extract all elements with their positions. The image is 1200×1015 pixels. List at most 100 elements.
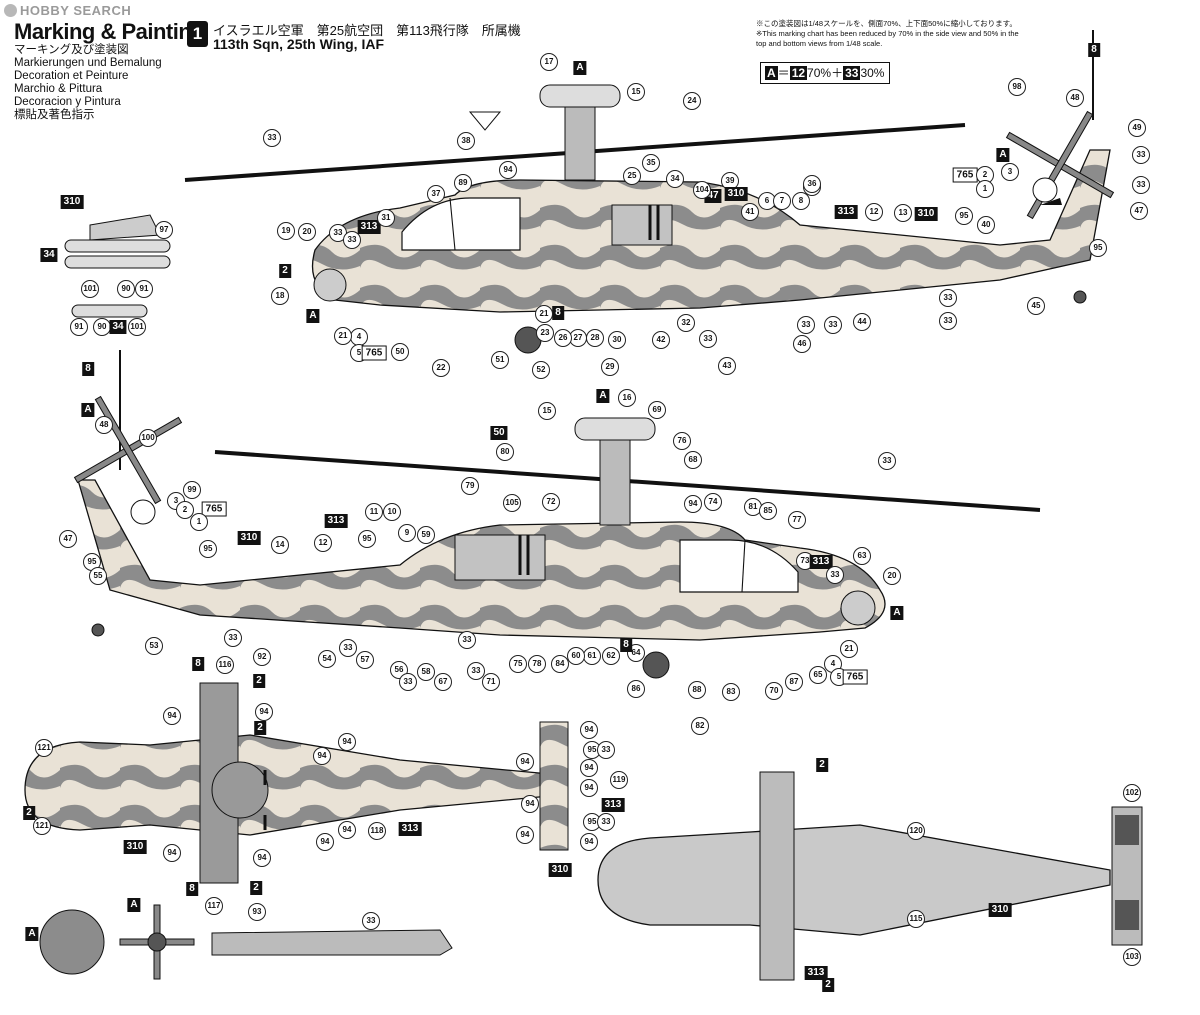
part-number-callout: 8 bbox=[186, 882, 198, 896]
part-number-callout: 65 bbox=[809, 666, 827, 684]
subtitle-line: Markierungen und Bemalung bbox=[14, 57, 162, 69]
canopy-right bbox=[679, 539, 799, 593]
part-number-callout: 49 bbox=[1128, 119, 1146, 137]
part-number-callout: 105 bbox=[503, 494, 521, 512]
part-number-callout: 313 bbox=[324, 514, 348, 528]
part-number-callout: 34 bbox=[40, 248, 58, 262]
part-number-callout: 313 bbox=[398, 822, 422, 836]
part-number-callout: 33 bbox=[362, 912, 380, 930]
part-number-callout: 83 bbox=[722, 683, 740, 701]
part-number-callout: 16 bbox=[618, 389, 636, 407]
part-number-callout: 75 bbox=[509, 655, 527, 673]
logo-icon bbox=[4, 4, 17, 17]
part-number-callout: 2 bbox=[176, 501, 194, 519]
part-number-callout: 2 bbox=[250, 881, 262, 895]
part-number-callout: 72 bbox=[542, 493, 560, 511]
part-number-callout: 94 bbox=[163, 844, 181, 862]
part-number-callout: 117 bbox=[205, 897, 223, 915]
part-number-callout: 80 bbox=[496, 443, 514, 461]
part-number-callout: 8 bbox=[82, 362, 94, 376]
part-number-callout: 47 bbox=[1130, 202, 1148, 220]
part-number-callout: 33 bbox=[339, 639, 357, 657]
part-number-callout: 26 bbox=[554, 329, 572, 347]
part-number-callout: 46 bbox=[793, 335, 811, 353]
part-number-callout: 765 bbox=[952, 167, 978, 183]
part-number-callout: 40 bbox=[977, 216, 995, 234]
multilingual-subtitle: マーキング及び塗装図 Markierungen und Bemalung Dec… bbox=[14, 44, 162, 122]
part-number-callout: 33 bbox=[1132, 176, 1150, 194]
part-number-callout: 62 bbox=[602, 647, 620, 665]
part-number-callout: 94 bbox=[521, 795, 539, 813]
unit-title-jp: イスラエル空軍 第25航空団 第113飛行隊 所属機 bbox=[213, 23, 521, 38]
part-number-callout: 89 bbox=[454, 174, 472, 192]
part-number-callout: 1 bbox=[976, 180, 994, 198]
watermark: HOBBY SEARCH bbox=[4, 3, 131, 18]
part-number-callout: 104 bbox=[693, 181, 711, 199]
part-number-callout: 310 bbox=[123, 840, 147, 854]
part-number-callout: 33 bbox=[878, 452, 896, 470]
part-number-callout: 33 bbox=[224, 629, 242, 647]
part-number-callout: 94 bbox=[580, 779, 598, 797]
part-number-callout: 19 bbox=[277, 222, 295, 240]
part-number-callout: 58 bbox=[417, 663, 435, 681]
part-number-callout: 95 bbox=[955, 207, 973, 225]
part-number-callout: 95 bbox=[199, 540, 217, 558]
tail-wheel-left bbox=[1073, 290, 1087, 304]
part-number-callout: 67 bbox=[434, 673, 452, 691]
part-number-callout: 54 bbox=[318, 650, 336, 668]
part-number-callout: 94 bbox=[338, 821, 356, 839]
part-number-callout: 7 bbox=[773, 192, 791, 210]
part-number-callout: 41 bbox=[741, 203, 759, 221]
rotor-blade-view bbox=[211, 929, 453, 956]
part-number-callout: 15 bbox=[627, 83, 645, 101]
main-wheel-right bbox=[642, 651, 670, 679]
paint-sample-disc bbox=[39, 909, 105, 975]
part-number-callout: 9 bbox=[398, 524, 416, 542]
scheme-number-badge: 1 bbox=[187, 21, 208, 47]
part-number-callout: 68 bbox=[684, 451, 702, 469]
part-number-callout: 12 bbox=[865, 203, 883, 221]
part-number-callout: 37 bbox=[427, 185, 445, 203]
part-number-callout: 102 bbox=[1123, 784, 1141, 802]
part-number-callout: 310 bbox=[724, 187, 748, 201]
top-view bbox=[24, 682, 569, 884]
squadron-badge-right bbox=[130, 499, 156, 525]
part-number-callout: 48 bbox=[95, 416, 113, 434]
part-number-callout: 33 bbox=[699, 330, 717, 348]
part-number-callout: 93 bbox=[248, 903, 266, 921]
part-number-callout: 18 bbox=[271, 287, 289, 305]
part-number-callout: 53 bbox=[145, 637, 163, 655]
scale-note: ※この塗装図は1/48スケールを、側面70%、上下面50%に縮小しております。 … bbox=[756, 19, 1176, 49]
part-number-callout: 100 bbox=[139, 429, 157, 447]
part-number-callout: 33 bbox=[1132, 146, 1150, 164]
part-number-callout: 38 bbox=[457, 132, 475, 150]
subtitle-line: 標貼及著色指示 bbox=[14, 109, 95, 121]
subtitle-line: Marchio & Pittura bbox=[14, 83, 103, 95]
part-number-callout: 2 bbox=[253, 674, 265, 688]
part-number-callout: 116 bbox=[216, 656, 234, 674]
mix-percent-b: 30% bbox=[860, 66, 885, 80]
scale-note-en: top and bottom views from 1/48 scale. bbox=[756, 39, 883, 48]
part-number-callout: 50 bbox=[391, 343, 409, 361]
part-number-callout: 121 bbox=[33, 817, 51, 835]
subtitle-line: マーキング及び塗装図 bbox=[14, 44, 129, 56]
part-number-callout: 47 bbox=[59, 530, 77, 548]
part-number-callout: 43 bbox=[718, 357, 736, 375]
part-number-callout: 121 bbox=[35, 739, 53, 757]
part-number-callout: 2 bbox=[822, 978, 834, 992]
part-number-callout: 31 bbox=[377, 209, 395, 227]
part-number-callout: 91 bbox=[135, 280, 153, 298]
part-number-callout: 86 bbox=[627, 680, 645, 698]
part-number-callout: 14 bbox=[271, 536, 289, 554]
part-number-callout: 21 bbox=[840, 640, 858, 658]
part-number-callout: 60 bbox=[567, 647, 585, 665]
unit-title-en: 113th Sqn, 25th Wing, IAF bbox=[213, 36, 385, 52]
part-number-callout: 57 bbox=[356, 651, 374, 669]
part-number-callout: 2 bbox=[976, 166, 994, 184]
part-number-callout: 29 bbox=[601, 358, 619, 376]
stub-wing-stores-view bbox=[64, 214, 171, 318]
mix-key: A bbox=[765, 66, 778, 80]
part-number-callout: 36 bbox=[803, 175, 821, 193]
